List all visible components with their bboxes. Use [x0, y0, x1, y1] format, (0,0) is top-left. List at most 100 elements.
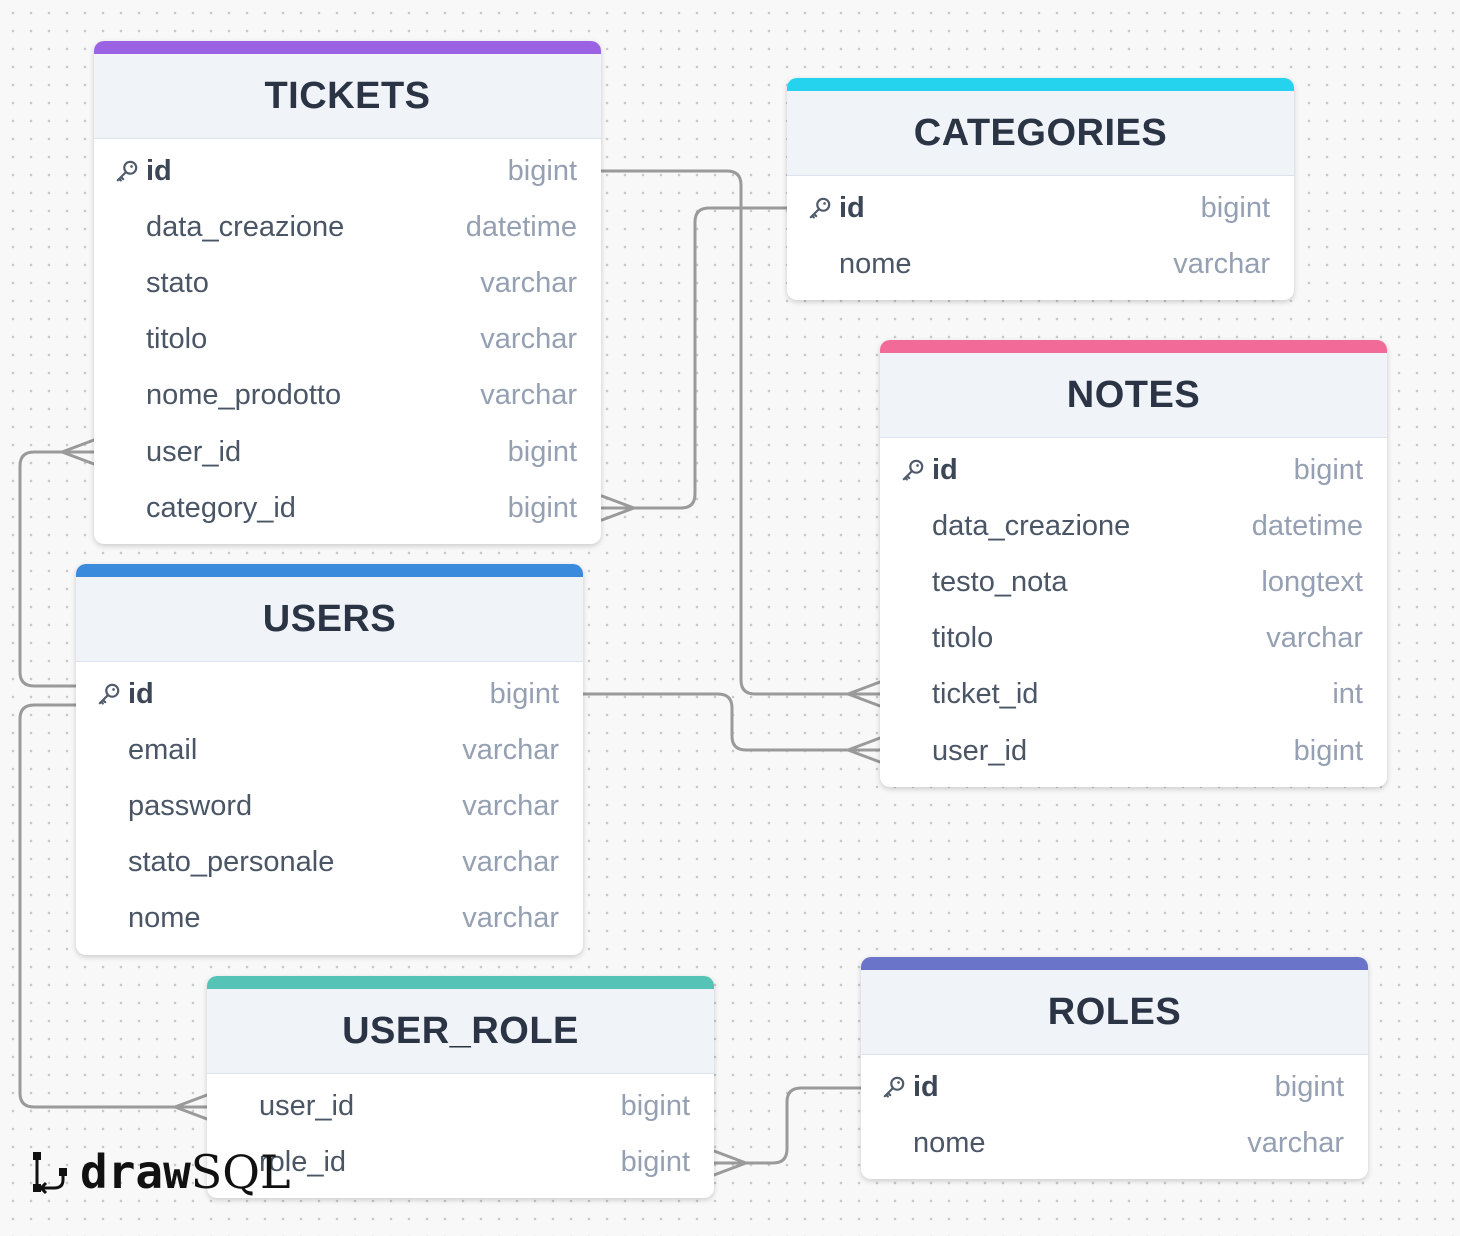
column-name: stato_personale — [128, 846, 335, 879]
column-type: varchar — [1266, 622, 1363, 655]
column-row-nome[interactable]: nome varchar — [787, 236, 1294, 292]
key-icon — [114, 158, 140, 184]
column-type: bigint — [1293, 734, 1363, 767]
column-type: int — [1332, 678, 1363, 711]
column-row-id[interactable]: id bigint — [76, 666, 583, 722]
column-type: varchar — [480, 323, 577, 356]
column-name: id — [839, 191, 865, 224]
relation-users-user-role[interactable] — [18, 703, 209, 1109]
column-name: data_creazione — [146, 210, 345, 243]
table-title[interactable]: TICKETS — [94, 54, 601, 139]
logo-text-draw: draw — [80, 1145, 191, 1199]
column-row-data-creazione[interactable]: data_creazione datetime — [94, 199, 601, 255]
relation-tickets-notes[interactable] — [600, 169, 882, 696]
table-color-bar — [861, 957, 1368, 970]
column-type: bigint — [507, 491, 577, 524]
column-type: datetime — [465, 210, 577, 243]
column-name: nome — [913, 1126, 986, 1159]
logo-text-sql: SQL — [190, 1145, 291, 1199]
column-row-category-id[interactable]: category_id bigint — [94, 480, 601, 536]
key-icon — [881, 1074, 907, 1100]
column-row-stato[interactable]: stato varchar — [94, 255, 601, 311]
column-type: longtext — [1261, 565, 1363, 598]
column-name: testo_nota — [932, 565, 1068, 598]
crowfoot-user-role-user-id — [173, 1093, 209, 1121]
column-name: id — [932, 453, 958, 486]
column-name: role_id — [259, 1145, 347, 1178]
column-name: password — [128, 789, 253, 822]
crowfoot-notes-ticket-id — [846, 680, 882, 708]
column-name: category_id — [146, 491, 296, 524]
table-title[interactable]: USER_ROLE — [207, 989, 714, 1074]
column-name: data_creazione — [932, 509, 1131, 542]
column-row-role-id[interactable]: role_id bigint — [207, 1134, 714, 1190]
column-name: titolo — [932, 622, 994, 655]
relation-users-tickets[interactable] — [18, 450, 96, 688]
column-name: email — [128, 733, 198, 766]
column-row-testo-nota[interactable]: testo_nota longtext — [880, 554, 1387, 610]
column-row-id[interactable]: id bigint — [787, 180, 1294, 236]
column-type: bigint — [620, 1145, 690, 1178]
column-type: varchar — [1173, 247, 1270, 280]
column-type: bigint — [620, 1089, 690, 1122]
crowfoot-user-role-role-id — [712, 1149, 748, 1177]
table-title[interactable]: NOTES — [880, 353, 1387, 438]
column-name: stato — [146, 266, 209, 299]
column-name: id — [913, 1070, 939, 1103]
column-row-titolo[interactable]: titolo varchar — [94, 312, 601, 368]
column-type: bigint — [1200, 191, 1270, 224]
column-type: bigint — [489, 677, 559, 710]
column-type: varchar — [462, 733, 559, 766]
column-row-email[interactable]: email varchar — [76, 722, 583, 778]
key-icon — [807, 195, 833, 221]
column-name: nome — [128, 902, 201, 935]
crowfoot-notes-user-id — [846, 736, 882, 764]
column-row-nome[interactable]: nome varchar — [76, 891, 583, 947]
table-title[interactable]: ROLES — [861, 970, 1368, 1055]
column-name: id — [128, 677, 154, 710]
column-name: user_id — [146, 435, 242, 468]
column-type: bigint — [1274, 1070, 1344, 1103]
column-name: nome — [839, 247, 912, 280]
column-type: bigint — [1293, 453, 1363, 486]
column-row-titolo[interactable]: titolo varchar — [880, 611, 1387, 667]
table-categories[interactable]: CATEGORIES id bigint nome varchar — [787, 78, 1294, 301]
column-row-id[interactable]: id bigint — [880, 442, 1387, 498]
column-row-id[interactable]: id bigint — [861, 1059, 1368, 1115]
table-color-bar — [76, 564, 583, 577]
table-title[interactable]: CATEGORIES — [787, 91, 1294, 176]
column-name: nome_prodotto — [146, 379, 342, 412]
table-color-bar — [880, 340, 1387, 353]
column-type: varchar — [462, 902, 559, 935]
relation-categories-tickets[interactable] — [600, 206, 789, 510]
key-icon — [96, 681, 122, 707]
table-title[interactable]: USERS — [76, 577, 583, 662]
crowfoot-tickets-user-id — [60, 438, 96, 466]
relation-users-notes[interactable] — [581, 692, 882, 752]
crowfoot-tickets-category-id — [600, 494, 636, 522]
column-name: titolo — [146, 323, 208, 356]
relation-roles-user-role[interactable] — [712, 1086, 863, 1165]
table-color-bar — [94, 41, 601, 54]
column-type: varchar — [480, 266, 577, 299]
